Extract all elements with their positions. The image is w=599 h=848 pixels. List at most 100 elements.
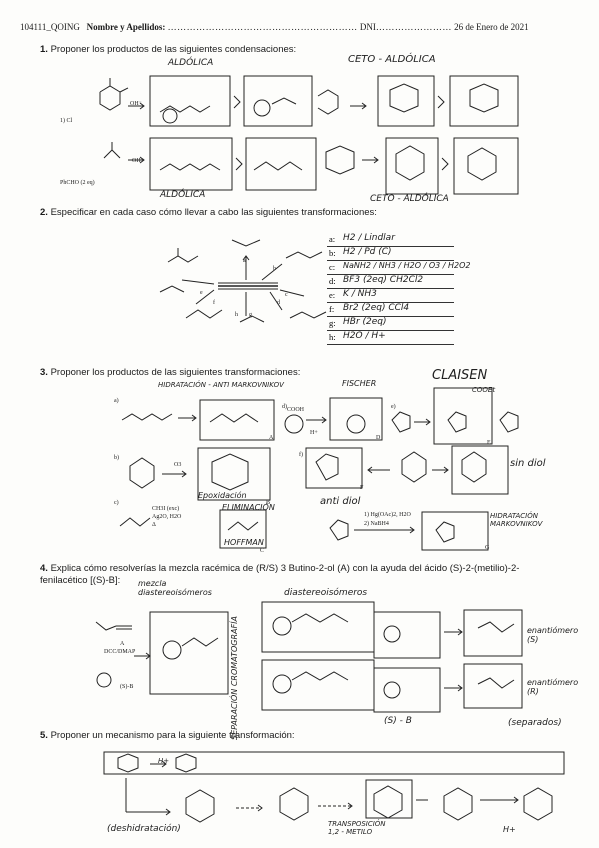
q2-ketone (167, 255, 199, 263)
q3-cyclohexene (401, 451, 427, 483)
q5-hand-h1: H+ (158, 757, 170, 765)
q5-int-1 (185, 789, 215, 823)
q2-enol (239, 315, 265, 323)
q1-bicyclic-1 (389, 83, 419, 113)
q5-reaction-box (103, 751, 565, 775)
question-5: 5. Proponer un mecanismo para la siguien… (40, 730, 295, 741)
header-line: 104111_QOING Nombre y Apellidos: …………………… (20, 22, 529, 32)
q1-answer-box-2 (243, 75, 313, 127)
q2-arrow-c: c (285, 292, 288, 298)
q2-alkane-1 (285, 251, 323, 259)
q3-label-B: B (266, 500, 271, 506)
q2-row-b: b:H2 / Pd (C) (327, 247, 454, 261)
q1-phenyl-1 (162, 108, 178, 124)
q2-arrow-f: f (213, 300, 215, 306)
q3-reagent-cooh: COOH (287, 407, 305, 413)
q2-row-d: d:BF3 (2eq) CH2Cl2 (327, 275, 454, 289)
q2-cis-alkene (231, 239, 261, 247)
q3-reagent-ag2o: Ag2O, H2O (152, 514, 182, 520)
q3-hand-eliminacion: ELIMINACIÓN (222, 503, 275, 512)
q3-hand-hidratacion-mark: HIDRATACIÓN MARKOVNIKOV (490, 512, 543, 528)
q2-row-c: c:NaNH2 / NH3 / H2O / O3 / H2O2 (327, 261, 470, 275)
q1-hand-aldolica-1: ALDÓLICA (168, 58, 214, 68)
q2-gem-dibromide (289, 311, 327, 319)
q1-hand-aldolica-2: ALDÓLICA (160, 190, 206, 200)
q3-reagent-h: H+ (310, 430, 318, 436)
q1-bicyclic-3 (395, 145, 425, 181)
q5-hand-h2: H+ (503, 825, 516, 834)
q3-hand-hidratacion-anti: HIDRATACIÓN - ANTI MARKOVNIKOV (158, 381, 284, 389)
q2-arrow-upright (261, 263, 283, 281)
q1-reagent-5: OH⁻ (132, 158, 144, 164)
q4-reagent-dcc: DCC/DMAP (104, 649, 136, 655)
q3-item-b: b) (114, 455, 119, 461)
q3-hand-sin-diol: sin diol (510, 458, 546, 469)
q3-hand-claisen: CLAISEN (432, 368, 488, 383)
q3-reagent-hg: 1) Hg(OAc)2, H2O (364, 512, 411, 518)
q4-hand-enantiomero-s: enantiómero (S) (527, 626, 579, 644)
q1-bicyclic-2 (469, 83, 499, 113)
q1-hand-ceto-aldolica-1: CETO - ALDÓLICA (348, 54, 436, 65)
q1-arrowhead-2 (361, 102, 367, 110)
q1-reagent-4: OH⁻ (130, 101, 142, 107)
q5-int-2 (279, 787, 309, 821)
q2-row-a: a:H2 / Lindlar (327, 233, 454, 247)
q3-answer-E (433, 387, 493, 445)
q2-row-e: e:K / NH3 (327, 289, 454, 303)
q3-benzoic-acid (284, 414, 304, 434)
q2-arrow-left (181, 279, 215, 285)
q3-label-A: A (269, 435, 274, 441)
q2-dibromo-alkene (185, 309, 223, 319)
q5-product (523, 787, 553, 821)
q2-arrow-b: b (273, 266, 276, 272)
q4-hand-mezcla: mezcla diastereoisómeros (138, 579, 212, 597)
q2-arrow-g: g (249, 312, 252, 318)
name-label: Nombre y Apellidos: (86, 22, 166, 32)
q4-hand-diastereo: diastereoisómeros (284, 588, 368, 598)
q1-product-chain-6 (253, 161, 303, 171)
q2-arrow-h: h (235, 312, 238, 318)
q2-arrow-downright (269, 291, 283, 311)
q2-arrow-right (279, 289, 305, 297)
q3-reagent-ch3i: CH3I (exc) (152, 506, 180, 512)
q1-product-chain-5 (159, 163, 221, 171)
question-4: 4. Explica cómo resolverías la mezcla ra… (40, 563, 520, 586)
q2-row-g: g:HBr (2eq) (327, 317, 454, 331)
question-2: 2. Especificar en cada caso cómo llevar … (40, 207, 377, 218)
q1-diketone (317, 89, 339, 115)
q1-product-chain-2 (271, 97, 297, 105)
q1-reactant-1 (99, 78, 129, 111)
q1-answer-box-5 (149, 137, 233, 191)
q1-answer-box-1 (149, 75, 231, 127)
q3-alkene-a (121, 413, 173, 421)
q3-hand-cooet: COOEt (472, 386, 496, 394)
q3-item-c: c) (114, 500, 119, 506)
q3-item-f: f) (299, 452, 303, 458)
q5-hand-transposicion: TRANSPOSICIÓN 1,2 - METILO (328, 820, 386, 836)
q2-arrow-downleft (195, 289, 215, 305)
q4-diastereomer-bottom (261, 659, 375, 711)
q4-reagent-sb: (S)-B (120, 684, 134, 690)
q3-answer-C (219, 509, 267, 549)
q1-hand-ceto-aldolica-2: CETO - ALDÓLICA (370, 194, 449, 204)
q3-reagent-nabh4: 2) NaBH4 (364, 521, 389, 527)
q3-answer-F (305, 447, 363, 489)
q4-hand-separados: (separados) (508, 718, 562, 728)
q4-acid-bottom-box (373, 667, 441, 713)
q2-dibromide (159, 285, 185, 293)
q3-cyclopentene (329, 519, 349, 541)
q1-product-chain-1 (159, 105, 211, 113)
q1-cyclic-diketone (325, 145, 355, 175)
q3-reagent-o3: O3 (174, 462, 182, 468)
q1-answer-box-4 (449, 75, 519, 127)
q1-wedge-1 (233, 95, 241, 109)
q4-reagent-a: A (120, 641, 125, 647)
q3-answer-sin (451, 445, 509, 495)
q3-hand-fischer: FISCHER (342, 379, 377, 388)
q4-diastereomer-top (261, 601, 375, 653)
question-3: 3. Proponer los productos de las siguien… (40, 367, 301, 378)
q1-arrowhead-1 (139, 102, 145, 110)
q3-answer-G (421, 511, 489, 551)
q3-reagent-delta: Δ (152, 522, 156, 528)
